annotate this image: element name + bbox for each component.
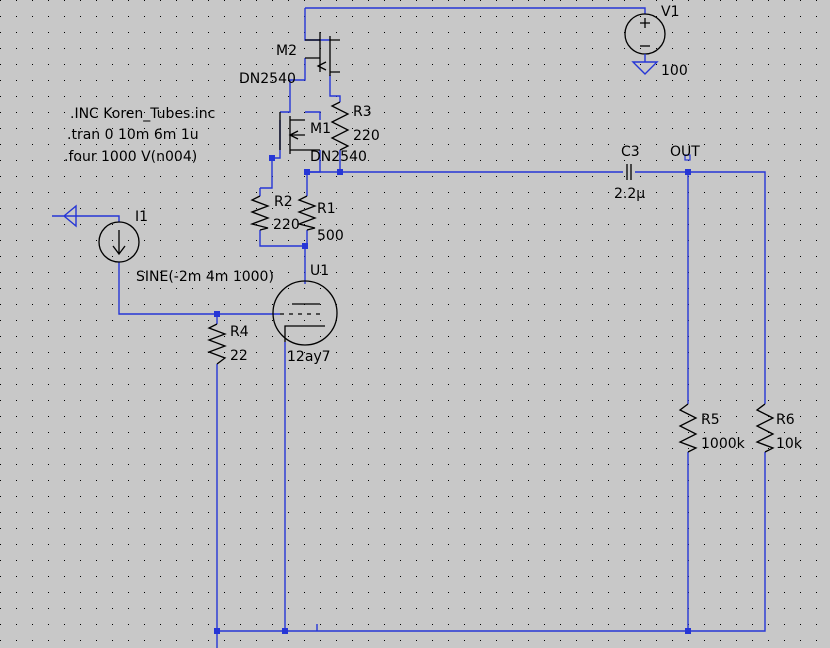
m2-mosfet[interactable]: M2 DN2540 bbox=[239, 32, 340, 87]
wire-output-right bbox=[635, 171, 766, 404]
r1-resistor[interactable]: R1 500 bbox=[296, 195, 344, 244]
m1-arrow-icon bbox=[288, 130, 299, 140]
wire-i1-bottom bbox=[118, 262, 280, 315]
r3-name: R3 bbox=[353, 104, 372, 120]
wire-m2-gate-to-m1 bbox=[280, 58, 306, 113]
r5-resistor[interactable]: R5 1000k bbox=[678, 403, 746, 453]
directive-tran: .tran 0 10m 6m 1u bbox=[67, 127, 199, 143]
wire-m1-drain bbox=[305, 111, 321, 120]
spice-directives[interactable]: .INC Koren_Tubes.inc .tran 0 10m 6m 1u .… bbox=[64, 106, 215, 165]
r2-name: R2 bbox=[274, 194, 293, 210]
r2-resistor[interactable]: R2 220 bbox=[249, 194, 300, 233]
wire-supply-top bbox=[305, 7, 646, 14]
out-net-label[interactable]: OUT bbox=[670, 144, 700, 160]
r1-zigzag bbox=[296, 195, 317, 231]
wire-bottom-rail bbox=[217, 452, 766, 632]
junction-dot bbox=[685, 628, 691, 634]
i1-name: I1 bbox=[135, 209, 148, 225]
r4-name: R4 bbox=[230, 324, 249, 340]
m2-symbol bbox=[305, 32, 340, 76]
m2-model: DN2540 bbox=[239, 71, 296, 87]
r5-value: 1000k bbox=[701, 436, 746, 452]
i1-value: SINE(-2m 4m 1000) bbox=[136, 269, 274, 285]
c3-value: 2.2µ bbox=[614, 186, 645, 202]
r4-value: 22 bbox=[230, 348, 248, 364]
r6-name: R6 bbox=[776, 412, 795, 428]
m2-name: M2 bbox=[276, 43, 297, 59]
i1-current-source[interactable]: I1 SINE(-2m 4m 1000) bbox=[52, 204, 274, 285]
arrow-down-icon bbox=[112, 230, 126, 256]
u1-name: U1 bbox=[310, 263, 329, 279]
r5-zigzag bbox=[678, 403, 698, 453]
junction-dot bbox=[214, 628, 220, 634]
r2-zigzag bbox=[249, 195, 270, 231]
directive-four: .four 1000 V(n004) bbox=[64, 149, 197, 165]
junction-dot bbox=[304, 169, 310, 175]
r1-name: R1 bbox=[317, 201, 336, 217]
c3-name: C3 bbox=[621, 144, 640, 160]
wire-r2-top bbox=[260, 158, 273, 189]
v1-name: V1 bbox=[661, 4, 679, 20]
m2-arrow-icon bbox=[316, 61, 327, 71]
v1-value: 100 bbox=[661, 63, 688, 79]
c3-capacitor[interactable]: C3 2.2µ bbox=[614, 144, 645, 202]
r6-zigzag bbox=[755, 403, 775, 453]
ground-icon bbox=[631, 54, 659, 75]
r1-value: 500 bbox=[317, 228, 344, 244]
v1-voltage-source[interactable]: V1 100 bbox=[624, 4, 688, 79]
junction-dot bbox=[685, 169, 691, 175]
m1-mosfet[interactable]: M1 DN2540 bbox=[279, 112, 367, 165]
u1-cathode bbox=[284, 325, 325, 342]
r4-resistor[interactable]: R4 22 bbox=[207, 323, 249, 365]
r3-resistor[interactable]: R3 220 bbox=[330, 101, 380, 151]
r3-zigzag bbox=[330, 101, 350, 151]
m1-model: DN2540 bbox=[310, 149, 367, 165]
m1-name: M1 bbox=[310, 121, 331, 137]
u1-envelope bbox=[272, 280, 338, 346]
plus-icon bbox=[640, 18, 650, 28]
wire-r2-bottom bbox=[259, 230, 305, 247]
i1-circle bbox=[98, 221, 140, 263]
junction-dot bbox=[269, 155, 275, 161]
junction-dot bbox=[282, 628, 288, 634]
r2-value: 220 bbox=[273, 217, 300, 233]
junction-dot bbox=[337, 169, 343, 175]
r5-name: R5 bbox=[701, 412, 720, 428]
u1-triode[interactable]: U1 12ay7 bbox=[272, 263, 338, 365]
u1-model: 12ay7 bbox=[287, 349, 331, 365]
wire-i1-top bbox=[64, 215, 120, 222]
r4-zigzag bbox=[207, 323, 227, 365]
r3-value: 220 bbox=[353, 128, 380, 144]
wire-m2-source bbox=[329, 75, 341, 102]
junction-dot bbox=[214, 311, 220, 317]
ground-icon bbox=[52, 204, 77, 228]
directive-include: .INC Koren_Tubes.inc bbox=[70, 106, 215, 122]
junction-dot bbox=[302, 243, 308, 249]
r6-value: 10k bbox=[776, 436, 803, 452]
c3-plates bbox=[626, 164, 632, 180]
out-port-marker bbox=[684, 154, 691, 161]
r6-resistor[interactable]: R6 10k bbox=[755, 403, 803, 453]
junctions bbox=[214, 154, 691, 634]
